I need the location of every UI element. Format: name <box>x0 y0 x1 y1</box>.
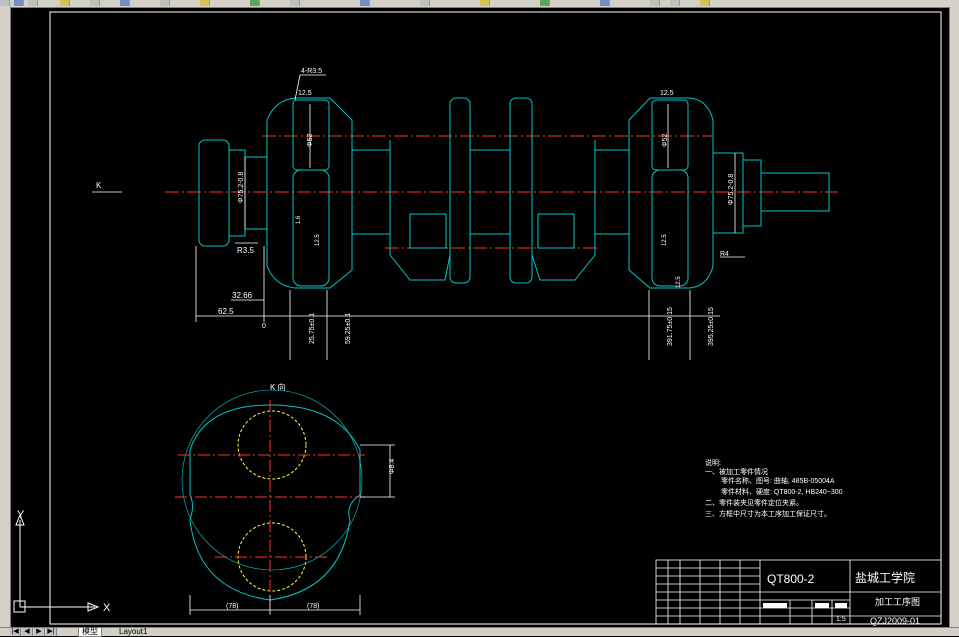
pan-icon[interactable] <box>290 0 300 6</box>
dim-391-75: 391.75±0.15 <box>667 307 674 346</box>
view-k-label: K <box>96 181 102 190</box>
first-tab-button[interactable]: |◀ <box>10 628 21 636</box>
cad-drawing: K 4-R3.5 12.5 12.5 Φ52 Φ52 Φ75.2-0.8 Φ75… <box>13 11 942 626</box>
crankshaft-outline <box>198 97 830 289</box>
prev-tab-button[interactable]: ◀ <box>22 628 33 636</box>
k-view <box>175 389 395 615</box>
layer-icon[interactable] <box>480 0 490 6</box>
notes-line2: 零件名称、图号: 曲轴, 485B-05004A <box>721 476 835 485</box>
tab-layout1[interactable]: Layout1 <box>119 627 148 636</box>
redo-icon[interactable] <box>250 0 260 6</box>
open-icon[interactable] <box>14 0 24 6</box>
zoom-realtime-icon[interactable] <box>700 0 710 6</box>
title-block <box>655 559 942 625</box>
dim-3266: 32.66 <box>232 291 253 300</box>
drawing-area[interactable]: K 4-R3.5 12.5 12.5 Φ52 Φ52 Φ75.2-0.8 Φ75… <box>10 7 949 627</box>
notes-line4: 二、零件装夹见零件定位夹紧。 <box>705 498 803 507</box>
dim-k-side: Φ8.4 <box>389 459 396 474</box>
dim-phi75-right: Φ75.2-0.8 <box>728 174 735 205</box>
k-view-title: K 向 <box>270 382 286 392</box>
save-icon[interactable] <box>28 0 38 6</box>
zoom-window-icon[interactable] <box>650 0 660 6</box>
notes-block: 说明: 一、被加工零件情况 零件名称、图号: 曲轴, 485B-05004A 零… <box>705 458 843 518</box>
dim-r4: R4 <box>720 251 729 258</box>
notes-title: 说明: <box>705 458 721 467</box>
print-icon[interactable] <box>60 0 70 6</box>
roughness-12-5-b: 12.5 <box>662 234 668 246</box>
school-name: 盐城工学院 <box>855 570 915 585</box>
match-icon[interactable] <box>540 0 550 6</box>
dim-625: 62.5 <box>218 307 234 316</box>
zoom-icon[interactable] <box>360 0 370 6</box>
ucs-x-label: X <box>103 602 111 614</box>
roughness-12-5-c: 12.5 <box>676 276 682 288</box>
help-icon[interactable] <box>600 0 610 6</box>
dim-59-25: 59.25±0.1 <box>345 313 352 344</box>
notes-line1: 一、被加工零件情况 <box>705 467 768 476</box>
dim-25-75: 25.75±0.1 <box>309 313 316 344</box>
cut-icon[interactable] <box>90 0 100 6</box>
new-icon[interactable] <box>0 0 10 6</box>
notes-line5: 三、方框中尺寸为本工序加工保证尺寸。 <box>705 509 831 518</box>
roughness-12-5-a: 12.5 <box>315 234 321 246</box>
layout-tab-bar: |◀ ◀ ▶ ▶| 模型 Layout1 <box>0 627 959 637</box>
dim-phi52-left: Φ52 <box>307 134 314 147</box>
dim-k-left: (78) <box>226 603 238 610</box>
roughness-1: 12.5 <box>298 90 312 97</box>
title-block-mark-3 <box>835 603 847 608</box>
dim-zero: 0 <box>262 323 266 330</box>
dim-395-25: 395.25±0.15 <box>708 307 715 346</box>
drawing-type: 加工工序图 <box>875 596 920 607</box>
toolbar <box>0 0 959 8</box>
properties-icon[interactable] <box>420 0 430 6</box>
copy-icon[interactable] <box>120 0 130 6</box>
paste-icon[interactable] <box>160 0 170 6</box>
roughness-1-6: 1.6 <box>296 215 302 224</box>
drawing-border <box>49 11 942 625</box>
title-block-mark-2 <box>815 603 829 608</box>
title-block-mark-1 <box>763 603 787 608</box>
vertical-scrollbar[interactable] <box>949 7 959 627</box>
ucs-icon <box>13 513 100 613</box>
drawing-number: QZJ2009-01 <box>870 616 920 626</box>
dimension-lines <box>92 74 745 360</box>
dim-r35: R3.5 <box>237 246 254 255</box>
roughness-2: 12.5 <box>660 90 674 97</box>
next-tab-button[interactable]: ▶ <box>34 628 45 636</box>
dim-k-right: (78) <box>307 603 319 610</box>
ucs-y-label: Y <box>17 509 25 521</box>
dim-phi52-right: Φ52 <box>662 134 669 147</box>
zoom-previous-icon[interactable] <box>670 0 680 6</box>
tab-model[interactable]: 模型 <box>78 628 102 637</box>
scale-value: 1:5 <box>836 616 846 623</box>
material-label: QT800-2 <box>767 572 815 586</box>
last-tab-button[interactable]: ▶| <box>46 628 57 636</box>
notes-line3: 零件材料、硬度: QT800-2, HB240~300 <box>721 487 843 496</box>
radius-callout: 4-R3.5 <box>301 68 322 75</box>
dim-phi75-left: Φ75.2-0.8 <box>238 172 245 203</box>
left-edge <box>0 7 11 627</box>
undo-icon[interactable] <box>200 0 210 6</box>
